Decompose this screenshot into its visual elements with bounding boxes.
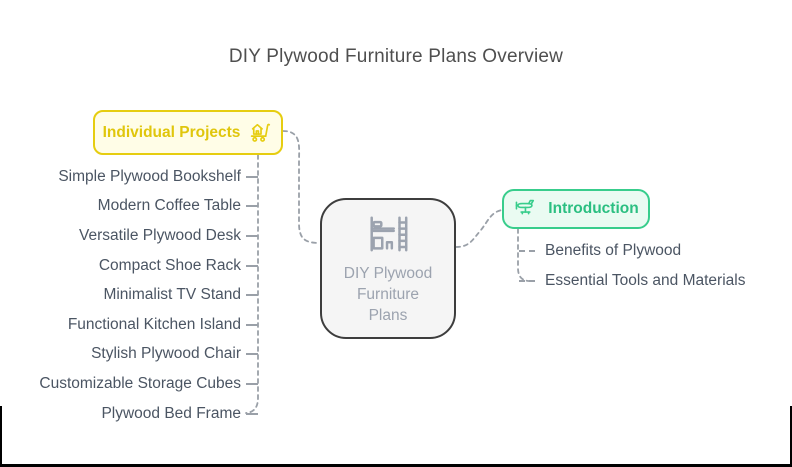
bunk-bed-icon bbox=[365, 211, 411, 257]
node-label: Individual Projects bbox=[102, 123, 241, 141]
list-item[interactable]: Customizable Storage Cubes bbox=[0, 369, 258, 399]
node-individual-projects[interactable]: Individual Projects bbox=[93, 110, 283, 155]
edge-projects-to-center bbox=[282, 130, 321, 244]
node-introduction[interactable]: Introduction bbox=[502, 189, 650, 229]
list-item[interactable]: Stylish Plywood Chair bbox=[0, 340, 258, 370]
list-item[interactable]: Plywood Bed Frame bbox=[0, 399, 258, 429]
node-diy-plywood-furniture-plans[interactable]: DIY Plywood Furniture Plans bbox=[320, 198, 456, 339]
list-item[interactable]: Modern Coffee Table bbox=[0, 192, 258, 222]
home-cart-icon bbox=[248, 120, 273, 145]
node-label: DIY Plywood Furniture Plans bbox=[343, 265, 433, 324]
list-item[interactable]: Benefits of Plywood bbox=[519, 236, 745, 266]
node-label: Introduction bbox=[548, 200, 639, 217]
list-item[interactable]: Versatile Plywood Desk bbox=[0, 221, 258, 251]
page-title: DIY Plywood Furniture Plans Overview bbox=[228, 46, 564, 67]
introduction-list: Benefits of Plywood Essential Tools and … bbox=[519, 236, 745, 296]
edge-center-to-introduction bbox=[455, 209, 503, 248]
list-item[interactable]: Compact Shoe Rack bbox=[0, 251, 258, 281]
list-item[interactable]: Essential Tools and Materials bbox=[519, 266, 745, 296]
list-item[interactable]: Functional Kitchen Island bbox=[0, 310, 258, 340]
list-item[interactable]: Minimalist TV Stand bbox=[0, 280, 258, 310]
list-item[interactable]: Simple Plywood Bookshelf bbox=[0, 162, 258, 192]
individual-projects-list: Simple Plywood Bookshelf Modern Coffee T… bbox=[0, 162, 258, 428]
toy-plane-icon bbox=[513, 196, 539, 222]
